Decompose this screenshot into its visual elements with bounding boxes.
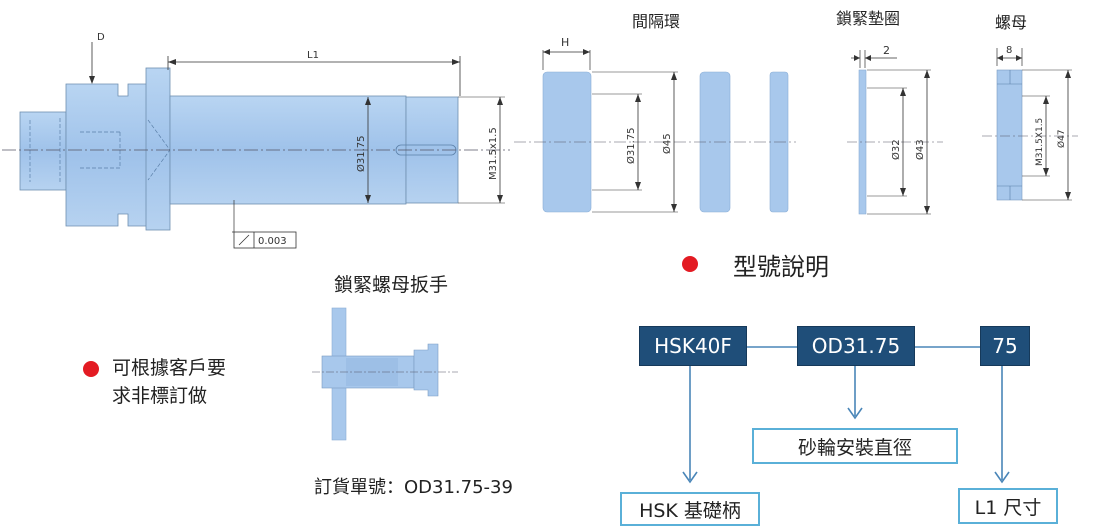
nut-thread-label: M31.5X1.5	[1035, 118, 1045, 166]
nut-thickness-label: 8	[1006, 45, 1012, 56]
model-label-hsk: HSK 基礎柄	[620, 492, 760, 526]
wrench-order-number: 訂貨單號：OD31.75-39	[314, 477, 513, 498]
spacer-drawing: H Ø31.75 Ø45	[514, 36, 796, 213]
model-code-l1: 75	[980, 326, 1030, 366]
spacer-title: 間隔環	[632, 12, 681, 31]
washer-drawing: 2 Ø32 Ø43	[847, 44, 943, 215]
washer-inner-label: Ø32	[890, 139, 902, 160]
custom-note-bullet	[83, 361, 99, 377]
model-code-hsk: HSK40F	[639, 326, 747, 366]
dim-h-label: H	[561, 36, 569, 49]
nut-title: 螺母	[995, 13, 1028, 32]
dim-thread-label: M31.5x1.5	[488, 127, 499, 180]
model-label-l1: L1 尺寸	[958, 488, 1058, 524]
spindle-flange	[145, 67, 171, 231]
dim-diameter-label: Ø31.75	[355, 136, 367, 173]
spindle-collet	[19, 111, 67, 191]
nut-drawing: 8 M31.5X1.5 Ø47	[982, 45, 1078, 201]
nut-outer-label: Ø47	[1056, 129, 1067, 148]
spacer-inner-label: Ø31.75	[625, 128, 637, 165]
model-title-bullet	[682, 256, 698, 272]
model-label-od: 砂輪安裝直徑	[752, 428, 958, 464]
spacer-outer-label: Ø45	[661, 133, 673, 154]
model-code-od: OD31.75	[797, 326, 915, 366]
nut-body	[996, 69, 1023, 201]
custom-note-line1: 可根據客戶要	[112, 357, 227, 379]
washer-outer-label: Ø43	[914, 139, 926, 160]
dim-d-label: D	[97, 32, 105, 43]
wrench-head	[413, 343, 439, 397]
washer-title: 鎖緊墊圈	[836, 9, 901, 28]
runout-label: 0.003	[258, 236, 287, 247]
dim-l1-label: L1	[307, 50, 319, 61]
washer-thickness-label: 2	[883, 44, 890, 57]
model-title: 型號說明	[733, 253, 829, 281]
spindle-drawing: D L1 Ø31.75 M31.5x1.5 0.003	[2, 32, 510, 249]
model-connectors	[682, 346, 1010, 484]
spindle-hsk-body	[65, 83, 149, 227]
wrench-title: 鎖緊螺母扳手	[334, 274, 449, 296]
custom-note-line2: 求非標訂做	[112, 385, 208, 407]
wrench-drawing	[312, 307, 458, 441]
